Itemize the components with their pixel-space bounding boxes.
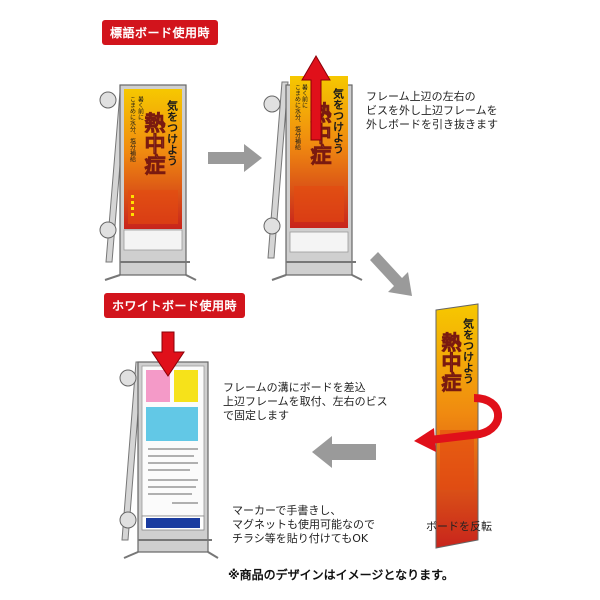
whiteboard-label-banner: ホワイトボード使用時	[104, 293, 246, 318]
insert-caption-line-3: で固定します	[223, 409, 289, 422]
stand-3	[119, 331, 219, 559]
note-yellow	[174, 370, 198, 402]
rotate-arrow-head	[414, 428, 436, 452]
insert-caption-line-2: 上辺フレームを取付、左右のビス	[223, 395, 388, 408]
design-note: ※商品のデザインはイメージとなります。	[228, 568, 454, 582]
stand-1-sign-title-a: 気をつけよう	[166, 99, 179, 166]
stand-1-knob-bottom	[99, 221, 117, 239]
remove-caption-line-1: フレーム上辺の左右の	[366, 90, 476, 103]
stand-2: 気をつけよう 熱中症 暑く前に こまめに水分、塩分補給	[263, 55, 363, 281]
remove-caption-line-2: ビスを外し上辺フレームを	[366, 104, 498, 117]
note-blue	[146, 407, 198, 441]
flip-board: 気をつけよう 熱中症	[414, 303, 502, 549]
arrow-up-red	[301, 55, 331, 141]
stand-2-sign-title-a: 気をつけよう	[332, 87, 345, 154]
stand-3-nameplate	[146, 518, 200, 528]
marker-caption: マーカーで手書きし、 マグネットも使用可能なので チラシ等を貼り付けてもOK	[232, 504, 375, 546]
marker-caption-line-2: マグネットも使用可能なので	[232, 518, 375, 531]
stand-1-sign-title-b: 熱中症	[142, 112, 166, 176]
remove-caption-line-3: 外しボードを引き抜きます	[366, 118, 498, 131]
arrow-down-red	[151, 331, 185, 377]
flip-caption: ボードを反転	[426, 520, 492, 533]
remove-caption: フレーム上辺の左右の ビスを外し上辺フレームを 外しボードを引き抜きます	[366, 90, 498, 132]
stand-1-sign-bullets	[131, 195, 134, 216]
stand-1-sign-bottom-block	[128, 190, 178, 224]
note-pink	[146, 370, 170, 402]
rotate-arrow-red	[429, 394, 502, 444]
stand-1-sign-sub-2: こまめに水分、塩分補給	[129, 96, 136, 163]
handwriting-lines	[148, 448, 198, 504]
stand-1-sign-sub-1: 暑く前に	[137, 96, 144, 120]
stand-1-knob-top	[99, 91, 117, 109]
arrow-diagonal-gray	[370, 252, 412, 296]
stand-2-knob-top	[263, 95, 281, 113]
header-label-banner: 標語ボード使用時	[102, 20, 219, 45]
insert-caption-line-1: フレームの溝にボードを差込	[223, 381, 366, 394]
stand-1: 気をつけよう 熱中症 暑く前に こまめに水分、塩分補給	[99, 84, 197, 281]
marker-caption-line-3: チラシ等を貼り付けてもOK	[232, 532, 369, 545]
stand-2-knob-bottom	[263, 217, 281, 235]
stand-2-sign-sub-2: こまめに水分、塩分補給	[294, 84, 301, 151]
stand-1-lower-panel	[123, 229, 183, 251]
arrow-right-gray	[208, 144, 262, 172]
insert-caption: フレームの溝にボードを差込 上辺フレームを取付、左右のビス で固定します	[223, 381, 388, 423]
flip-board-title-a: 気をつけよう	[462, 317, 475, 384]
marker-caption-line-1: マーカーで手書きし、	[232, 504, 342, 517]
stand-2-sign-sub-1: 暑く前に	[301, 84, 308, 108]
arrow-left-gray	[312, 436, 376, 468]
flip-board-title-b: 熱中症	[438, 332, 462, 393]
